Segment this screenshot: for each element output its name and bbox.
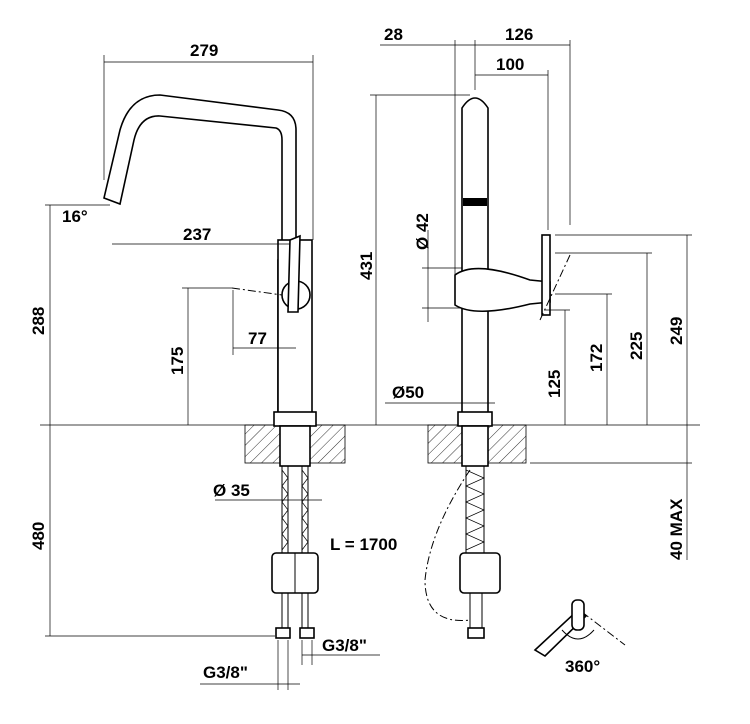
hose-braid xyxy=(281,469,309,551)
dim-279: 279 xyxy=(190,41,218,60)
lever-alt-position xyxy=(539,254,571,321)
base-ring xyxy=(273,411,317,427)
spout-band xyxy=(463,198,487,206)
rotation-label: 360° xyxy=(565,657,600,676)
dim-125: 125 xyxy=(545,370,564,398)
dim-77: 77 xyxy=(248,329,267,348)
shank xyxy=(279,425,311,467)
dim-480: 480 xyxy=(29,522,48,550)
pull-out-hose xyxy=(424,469,471,621)
hoses xyxy=(281,466,309,555)
side-spout xyxy=(461,97,489,421)
dim-172: 172 xyxy=(587,344,606,372)
dim-175: 175 xyxy=(168,347,187,375)
side-view: L = 1700 28 126 100 431 Ø 42 Ø50 125 172… xyxy=(330,25,692,639)
dim-16deg: 16° xyxy=(62,207,88,226)
dim-hose-length: L = 1700 xyxy=(330,535,397,554)
dim-g38-left: G3/8" xyxy=(203,663,248,682)
connector-left xyxy=(275,627,291,639)
side-base-ring xyxy=(457,411,493,427)
front-view: 279 237 16° 288 480 175 77 Ø 35 G3/8" G3… xyxy=(29,41,380,690)
side-hose-connector xyxy=(459,552,501,594)
dim-288: 288 xyxy=(29,307,48,335)
handle-lever xyxy=(287,234,301,313)
connector-right xyxy=(299,627,315,639)
dim-dia-42: Ø 42 xyxy=(413,213,432,250)
dim-dia-35: Ø 35 xyxy=(213,481,250,500)
side-handle-housing xyxy=(454,267,551,313)
side-lever xyxy=(541,234,551,316)
dim-28: 28 xyxy=(384,25,403,44)
rotation-360-icon: 360° xyxy=(533,599,626,676)
dim-225: 225 xyxy=(627,332,646,360)
handle-alt-position xyxy=(231,287,283,296)
spout xyxy=(103,94,297,420)
dim-100: 100 xyxy=(496,55,524,74)
dim-431: 431 xyxy=(357,252,376,280)
dim-40-max: 40 MAX xyxy=(667,498,686,560)
dim-dia-50: Ø50 xyxy=(392,383,424,402)
dim-249: 249 xyxy=(667,317,686,345)
dim-g38-right: G3/8" xyxy=(322,636,367,655)
dim-126: 126 xyxy=(505,25,533,44)
dim-237: 237 xyxy=(183,225,211,244)
